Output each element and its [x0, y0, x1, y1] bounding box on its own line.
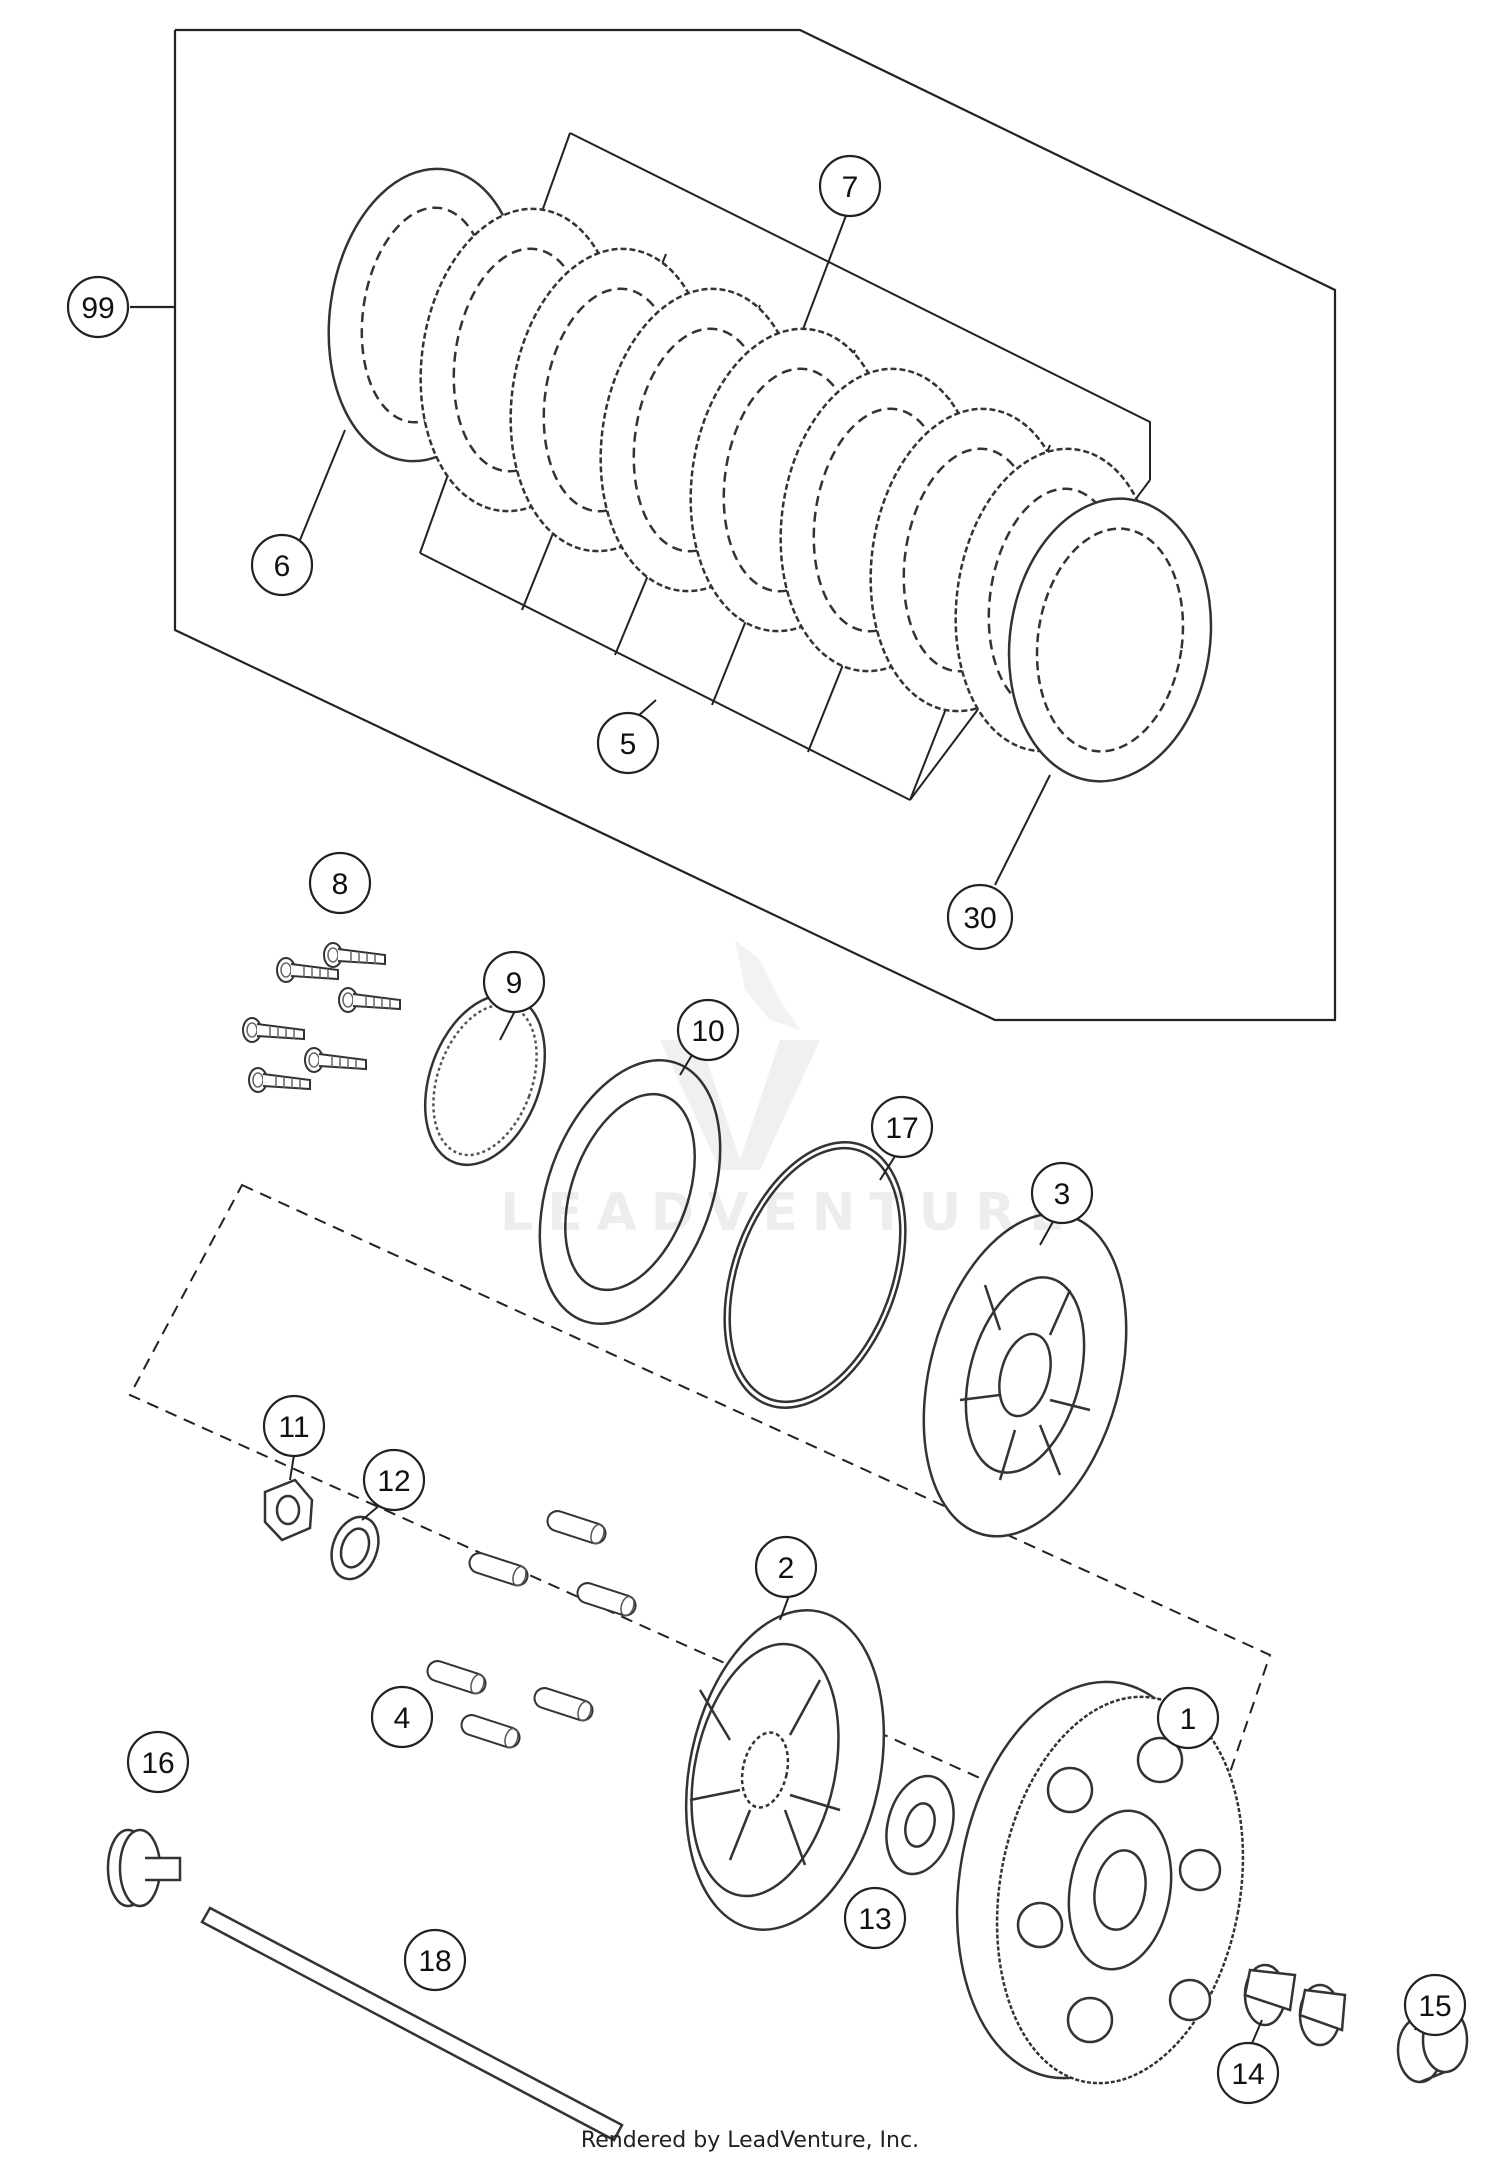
- callout-5: 5: [596, 711, 660, 775]
- thrust-bearing-9: [423, 993, 547, 1167]
- o-ring-17: [723, 1141, 907, 1409]
- svg-text:10: 10: [691, 1015, 724, 1048]
- svg-text:15: 15: [1418, 1990, 1451, 2023]
- callout-4: 4: [370, 1685, 434, 1749]
- callout-10: 10: [676, 998, 740, 1062]
- callout-9: 9: [482, 950, 546, 1014]
- svg-text:9: 9: [506, 967, 523, 1000]
- pressure-plate-3: [922, 1212, 1128, 1538]
- washer-12: [330, 1515, 380, 1581]
- svg-text:12: 12: [377, 1465, 410, 1498]
- inner-clutch-hub-2: [684, 1609, 886, 1931]
- clutch-plate-stack: [327, 167, 1213, 783]
- callout-3: 3: [1030, 1161, 1094, 1225]
- leadventure-watermark: LEADVENTURE: [500, 940, 1079, 1243]
- svg-text:6: 6: [274, 550, 291, 583]
- push-rod-18: [200, 1906, 624, 2142]
- callout-12: 12: [362, 1448, 426, 1512]
- outer-clutch-basket-1: [955, 1680, 1245, 2085]
- washer-10: [538, 1058, 722, 1326]
- callout-30: 30: [946, 883, 1014, 951]
- callout-8: 8: [308, 851, 372, 915]
- svg-text:18: 18: [418, 1945, 451, 1978]
- spring-pins-4: [423, 1507, 640, 1752]
- footer-credit: Rendered by LeadVenture, Inc.: [580, 2128, 920, 2153]
- svg-text:1: 1: [1180, 1703, 1197, 1736]
- callout-17: 17: [870, 1095, 934, 1159]
- kit-99-bracket: [130, 28, 1337, 1022]
- svg-text:17: 17: [885, 1112, 918, 1145]
- callout-6: 6: [250, 533, 314, 597]
- svg-text:8: 8: [332, 868, 349, 901]
- svg-text:99: 99: [81, 292, 114, 325]
- callout-99: 99: [66, 275, 130, 339]
- callout-16: 16: [126, 1730, 190, 1794]
- callout-18: 18: [403, 1928, 467, 1992]
- callout-14: 14: [1216, 2041, 1280, 2105]
- svg-text:30: 30: [963, 902, 996, 935]
- svg-text:16: 16: [141, 1747, 174, 1780]
- svg-text:3: 3: [1054, 1178, 1071, 1211]
- needle-bushings-14: [1243, 1963, 1347, 2047]
- svg-text:2: 2: [778, 1552, 795, 1585]
- callout-7: 7: [818, 154, 882, 218]
- plate-30-last: [1007, 497, 1213, 783]
- washer-13: [885, 1774, 955, 1876]
- svg-text:4: 4: [394, 1702, 411, 1735]
- svg-text:13: 13: [858, 1903, 891, 1936]
- watermark-text: LEADVENTURE: [500, 1183, 1079, 1243]
- svg-text:11: 11: [278, 1411, 309, 1444]
- callout-13: 13: [843, 1886, 907, 1950]
- svg-text:14: 14: [1231, 2058, 1264, 2091]
- nut-11: [263, 1478, 314, 1542]
- callouts: 99 7 6 5 30 8 9 10: [66, 154, 1467, 2105]
- bolt-set-8: [242, 942, 401, 1093]
- push-piece-16: [106, 1828, 182, 1908]
- svg-text:7: 7: [842, 171, 859, 204]
- callout-2: 2: [754, 1535, 818, 1599]
- svg-text:5: 5: [620, 728, 637, 761]
- callout-11: 11: [262, 1394, 326, 1458]
- callout-1: 1: [1156, 1686, 1220, 1750]
- callout-15: 15: [1403, 1973, 1467, 2037]
